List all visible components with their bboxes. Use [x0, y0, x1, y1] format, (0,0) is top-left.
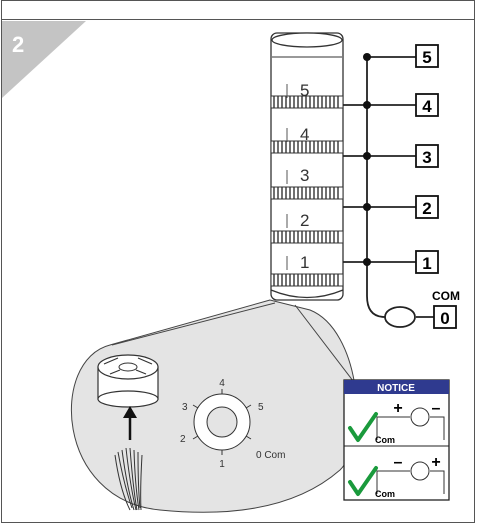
terminal-box-3 — [415, 144, 439, 168]
terminal-box-4 — [415, 93, 439, 117]
notice-panel: NOTICE + – Com – + Com — [343, 379, 450, 501]
terminal-2: 2 — [422, 199, 431, 218]
connector-slots — [103, 357, 153, 375]
pin-2: 2 — [180, 434, 186, 445]
junction-dot — [363, 258, 371, 266]
connector-bottom — [97, 390, 159, 408]
tier-label-5: 5 — [300, 81, 309, 100]
tower-base — [270, 289, 344, 299]
notice-com-2: Com — [375, 489, 395, 499]
connector-hole — [118, 362, 138, 372]
pin-ring-inner — [206, 406, 238, 438]
notice-com-1: Com — [375, 435, 395, 445]
sign-minus: – — [394, 454, 403, 471]
junction-dot — [363, 152, 371, 160]
terminal-box-1 — [415, 250, 439, 274]
terminal-5: 5 — [422, 48, 431, 67]
sign-plus: + — [431, 454, 440, 471]
step-number: 2 — [12, 32, 24, 57]
wire-bundle — [114, 447, 143, 511]
zoom-line-right — [294, 304, 361, 391]
pin-4: 4 — [219, 378, 225, 389]
terminal-box-2 — [415, 195, 439, 219]
signal-tower: 5 4 3 2 1 — [270, 32, 344, 301]
notice-wire-2 — [376, 470, 445, 494]
notice-header — [344, 380, 449, 394]
junction-dot — [363, 101, 371, 109]
pin-diagram: 4 5 0 Com 1 2 3 — [180, 378, 285, 470]
tier-ring — [270, 230, 344, 244]
pin-1: 1 — [219, 459, 225, 470]
check-icon — [348, 466, 378, 496]
step-badge — [2, 21, 86, 98]
notice-title: NOTICE — [377, 383, 415, 394]
insert-arrow-icon — [123, 406, 137, 418]
terminal-3: 3 — [422, 148, 431, 167]
terminal-box-0 — [433, 305, 457, 329]
pin-3: 3 — [182, 402, 188, 413]
wire-com-bend — [366, 295, 386, 318]
pin-0-com: 0 Com — [256, 450, 285, 461]
tier-label-4: 4 — [300, 125, 309, 144]
pin-ticks — [192, 389, 252, 455]
com-lamp-symbol — [384, 306, 416, 328]
terminal-0: 0 — [440, 309, 449, 328]
tier-label-1: 1 — [300, 253, 309, 272]
connector-base — [97, 354, 159, 408]
junction-dot — [363, 203, 371, 211]
terminal-boxes: 5 4 3 2 1 0 COM — [415, 44, 460, 329]
com-label: COM — [432, 289, 460, 303]
sign-plus: + — [393, 400, 402, 417]
notice-box — [343, 379, 450, 501]
notice-wire-1 — [376, 416, 445, 440]
check-icon — [348, 412, 378, 442]
lamp-symbol-icon — [410, 461, 430, 481]
tier-label-2: 2 — [300, 211, 309, 230]
tier-ring — [270, 95, 344, 109]
tier-rings — [270, 84, 344, 287]
tier-label-3: 3 — [300, 166, 309, 185]
lamp-symbol-icon — [410, 407, 430, 427]
terminal-box-5 — [415, 44, 439, 68]
terminal-4: 4 — [422, 97, 432, 116]
junction-dots — [363, 53, 371, 266]
sign-minus: – — [432, 400, 441, 417]
tower-cap — [271, 32, 343, 48]
zoom-line-left — [111, 302, 276, 346]
header-bar — [1, 0, 475, 20]
wiring — [343, 56, 434, 318]
tier-ring — [270, 273, 344, 287]
junction-dot — [363, 53, 371, 61]
tier-ring — [270, 186, 344, 200]
terminal-1: 1 — [422, 254, 431, 273]
tier-ring — [270, 140, 344, 154]
pin-5: 5 — [258, 402, 264, 413]
